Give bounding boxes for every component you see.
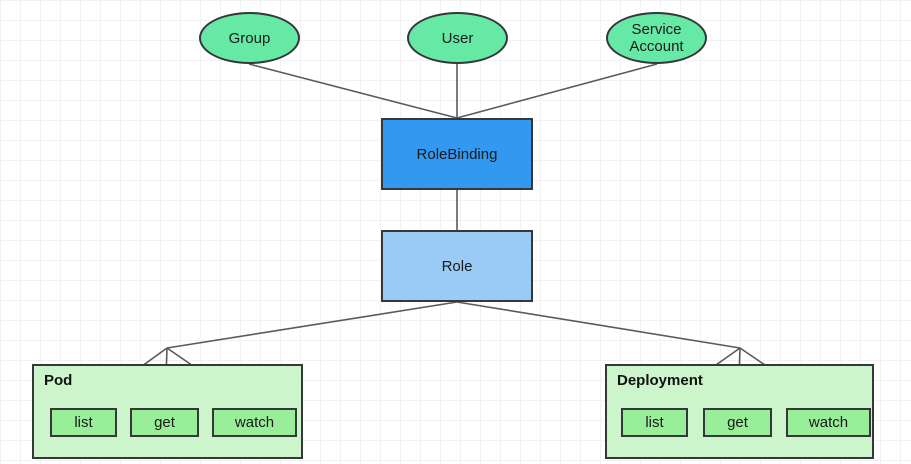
verb-box-deployment-get[interactable]: get: [703, 408, 772, 437]
edge-service-account-to-rolebinding: [456, 63, 658, 119]
verb-box-pod-get[interactable]: get: [130, 408, 199, 437]
subject-node-group[interactable]: Group: [199, 12, 300, 64]
resource-group-label-deployment: Deployment: [617, 372, 703, 389]
verb-box-deployment-list[interactable]: list: [621, 408, 688, 437]
subject-label-service-account-line1: Service: [631, 21, 682, 38]
role-node[interactable]: Role: [381, 230, 533, 302]
edge-role-to-pod: [166, 301, 458, 349]
subject-node-user[interactable]: User: [407, 12, 508, 64]
verb-box-deployment-watch[interactable]: watch: [786, 408, 871, 437]
subject-label-service-account-line2: Account: [629, 38, 684, 55]
subject-node-service-account[interactable]: Service Account: [606, 12, 707, 64]
verb-label-pod-get: get: [154, 414, 175, 431]
rolebinding-node[interactable]: RoleBinding: [381, 118, 533, 190]
subject-label-user: User: [441, 29, 474, 47]
verb-label-deployment-get: get: [727, 414, 748, 431]
verb-box-pod-watch[interactable]: watch: [212, 408, 297, 437]
verb-label-pod-watch: watch: [234, 414, 275, 431]
resource-group-label-pod: Pod: [44, 372, 73, 389]
verb-label-deployment-list: list: [645, 414, 664, 431]
role-label: Role: [441, 257, 473, 275]
verb-label-deployment-watch: watch: [808, 414, 849, 431]
edge-group-to-rolebinding: [248, 63, 458, 119]
verb-label-pod-list: list: [74, 414, 93, 431]
verb-box-pod-list[interactable]: list: [50, 408, 117, 437]
subject-label-group: Group: [228, 29, 271, 47]
edge-role-to-deployment: [456, 301, 741, 349]
rolebinding-label: RoleBinding: [416, 145, 498, 163]
